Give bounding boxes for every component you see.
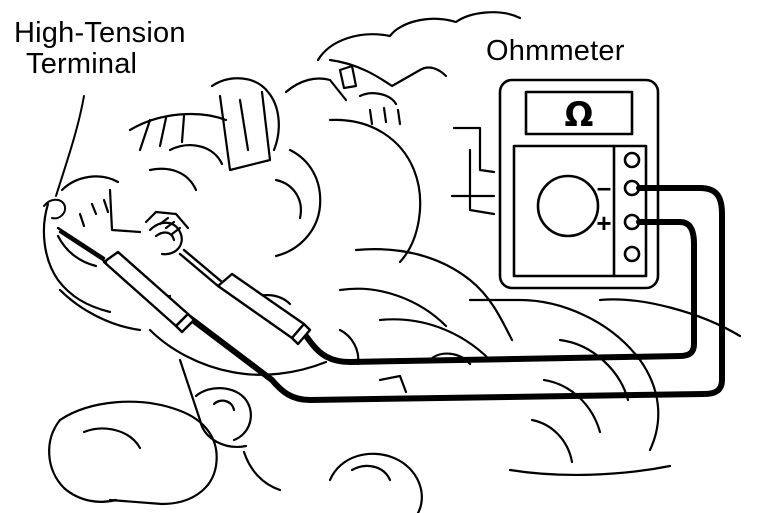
probe-right [178, 248, 312, 346]
high-tension-terminal-coil [144, 210, 190, 256]
terminal-callout-end [43, 198, 66, 220]
lead-plus-cable [297, 219, 697, 365]
minus-sign: – [597, 172, 611, 202]
ohm-symbol: Ω [565, 95, 594, 135]
ohmmeter-panel [512, 144, 648, 278]
lead-minus-cable [187, 185, 725, 403]
ohmmeter-dial [536, 174, 600, 238]
terminal-callout-line [55, 95, 85, 197]
high-tension-terminal-label: High-Tension Terminal [14, 18, 186, 80]
ohmmeter-jack-1 [623, 151, 641, 169]
plus-sign: + [596, 208, 611, 238]
test-leads [187, 185, 725, 403]
ohmmeter-case [498, 78, 660, 290]
ohmmeter-jack-4 [623, 245, 641, 263]
probe-left [56, 226, 196, 334]
label-line-2: Terminal [26, 48, 138, 80]
label-line-1: High-Tension [14, 17, 186, 49]
ohmmeter-label: Ohmmeter [486, 35, 625, 67]
ohmmeter-display [524, 90, 634, 136]
engine-background [42, 11, 742, 513]
ohmmeter [498, 78, 660, 290]
